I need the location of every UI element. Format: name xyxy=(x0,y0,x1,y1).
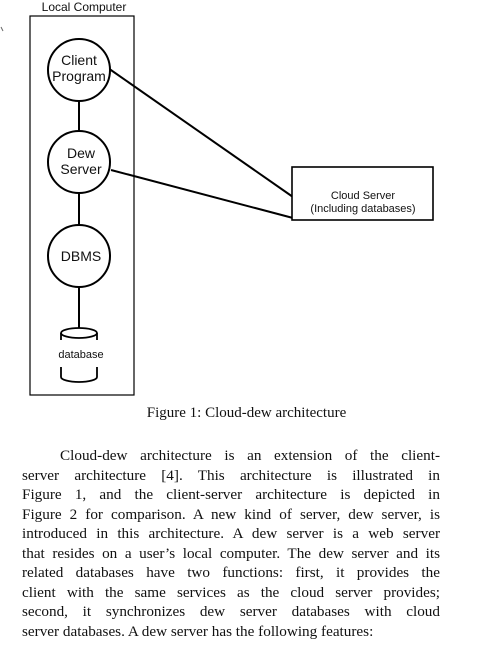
paragraph-line-1: Cloud-dew architecture is an extension o… xyxy=(60,447,440,464)
database-label: database xyxy=(58,349,103,361)
dbms-node xyxy=(47,224,111,288)
local-computer-box xyxy=(29,15,135,396)
local-computer-label: Local Computer xyxy=(42,0,127,14)
client-program-label-line2: Program xyxy=(52,68,106,84)
cloud-dew-architecture-diagram: Local Computer Client Program Dew Server… xyxy=(0,0,434,396)
left-edge-mark xyxy=(0,26,4,32)
database-cylinder-icon xyxy=(60,327,98,383)
client-program-node xyxy=(47,38,111,102)
paragraph-line-9: second, it synchronizes dew server datab… xyxy=(22,603,440,620)
dew-server-label-line1: Dew xyxy=(67,145,96,161)
paragraph-line-4: Figure 2 for comparison. A new kind of s… xyxy=(22,505,440,523)
client-to-cloud-link xyxy=(107,67,294,198)
cloud-server-label-line2: (Including databases) xyxy=(310,203,415,215)
paragraph-line-2: server architecture [4]. This architectu… xyxy=(22,466,440,484)
dew-server-label-line2: Server xyxy=(60,161,102,177)
paragraph-line-3: Figure 1, and the client-server architec… xyxy=(22,486,440,503)
paragraph-line-7: related databases have two functions: fi… xyxy=(22,564,440,581)
dbms-label: DBMS xyxy=(61,248,101,264)
dew-to-cloud-link xyxy=(110,169,294,219)
paragraph-line-5: introduced in this architecture. A dew s… xyxy=(22,525,440,542)
dew-server-node xyxy=(47,130,111,194)
cloud-server-label-line1: Cloud Server xyxy=(331,190,396,202)
figure-caption: Figure 1: Cloud-dew architecture xyxy=(146,405,347,421)
paragraph-line-10: server databases. A dew server has the f… xyxy=(22,622,374,640)
paragraph-line-6: that resides on a user’s local computer.… xyxy=(22,544,440,562)
body-paragraph: Cloud-dew architecture is an extension o… xyxy=(22,446,440,641)
client-program-label-line1: Client xyxy=(61,52,97,68)
paragraph-line-8: client with the same services as the clo… xyxy=(22,583,440,601)
cloud-server-box xyxy=(291,166,434,221)
